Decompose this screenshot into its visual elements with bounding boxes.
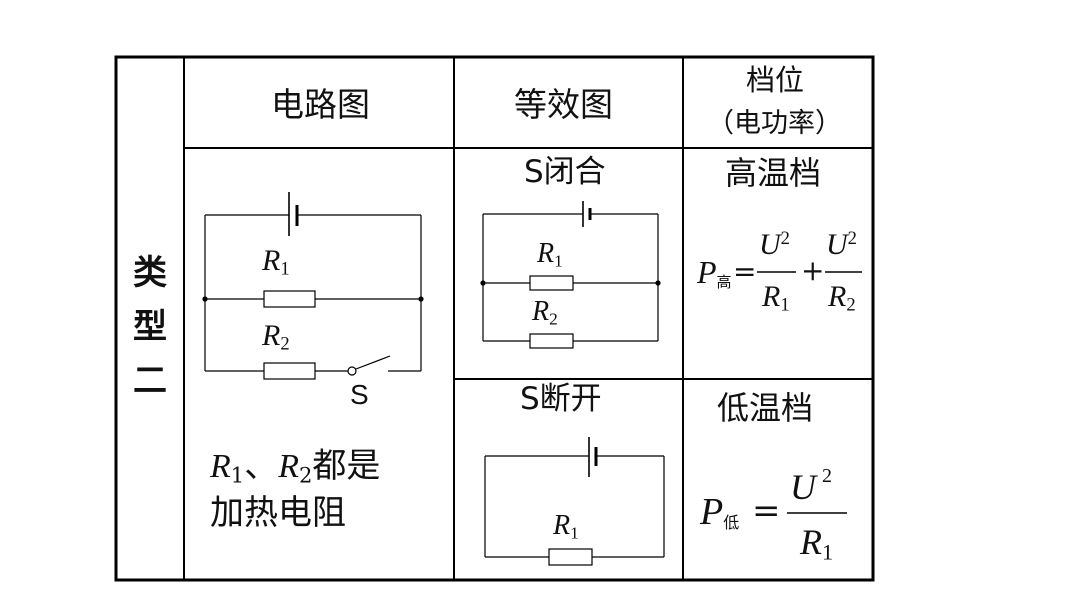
junction-dot-right [418, 296, 424, 302]
switch-pivot [347, 366, 357, 376]
gear-low: 低温档 [717, 389, 814, 427]
equivalent-open-diagram [484, 437, 665, 566]
row-label-char-2: 型 [133, 307, 167, 347]
row-label-char-1: 类 [133, 253, 167, 293]
resistor-r1-box [263, 290, 316, 308]
formula-high-eq: = [733, 255, 757, 288]
formula-high-plus: + [801, 254, 825, 287]
formula-high-num2: U2 [826, 228, 857, 262]
circuit-diagram [202, 192, 424, 380]
header-equivalent: 等效图 [514, 85, 613, 124]
formula-low-den: R1 [800, 522, 834, 565]
label-switch: S [350, 379, 369, 410]
header-gear-power: （电功率） [707, 108, 842, 139]
label-s-closed: S闭合 [524, 154, 606, 190]
label-s-open: S断开 [520, 381, 602, 417]
switch-blade [355, 355, 391, 370]
open-label-r1: R1 [553, 510, 579, 543]
equivalent-closed-diagram [480, 201, 661, 349]
row-label-type-two: 类 型 二 [130, 246, 170, 408]
formula-low-p: P低 [700, 491, 740, 533]
note-line-2: 加热电阻 [210, 493, 346, 533]
label-r2: R2 [262, 319, 290, 355]
resistor-r2-box [263, 362, 316, 380]
closed-label-r2: R2 [532, 296, 558, 329]
formula-low-eq: = [752, 491, 781, 531]
label-r1: R1 [262, 244, 290, 280]
row-label-char-3: 二 [133, 361, 167, 401]
header-gear: 档位 [746, 63, 805, 97]
formula-high-num1: U2 [759, 228, 790, 262]
formula-high-den2: R2 [828, 280, 856, 316]
closed-label-r1: R1 [537, 238, 563, 271]
gear-high: 高温档 [725, 154, 822, 192]
formula-high-p: P高 [697, 254, 732, 291]
header-circuit: 电路图 [271, 85, 370, 124]
note-line-1: R1、R2都是 [210, 446, 381, 488]
formula-high-den1: R1 [762, 280, 790, 316]
junction-dot-left [202, 296, 208, 302]
